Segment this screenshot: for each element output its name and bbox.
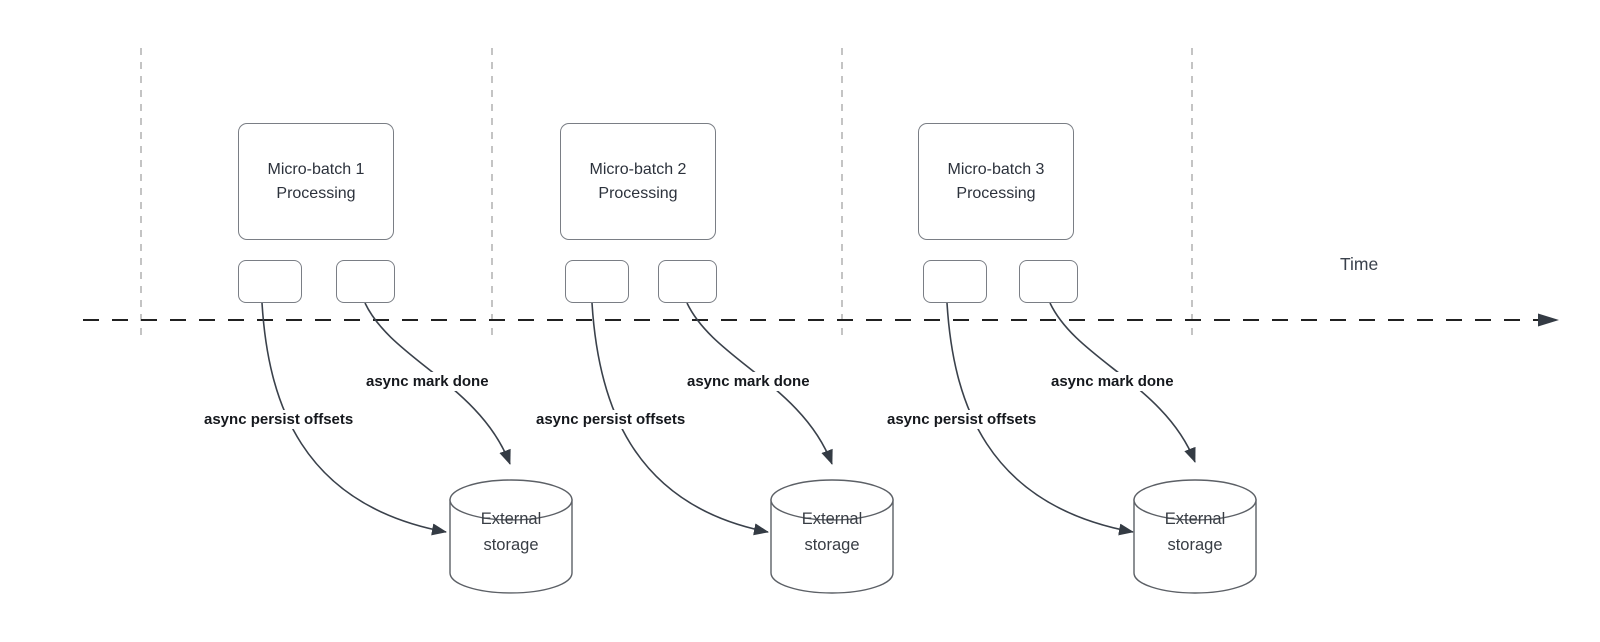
microbatch-3-box-label: Micro-batch 3 Processing [947,161,1045,202]
mark-done-label: async mark done [1048,372,1177,391]
mark-done-chip [336,260,395,303]
external-storage-label: External storage [1164,510,1226,554]
persist-offsets-label: async persist offsets [533,410,689,429]
microbatch-2-box-label: Micro-batch 2 Processing [589,161,687,202]
mark-done-chip [1019,260,1078,303]
microbatch-3-box: Micro-batch 3 Processing [918,123,1074,240]
persist-offsets-arrow [946,302,1134,536]
mark-done-label: async mark done [684,372,813,391]
mark-done-label: async mark done [363,372,492,391]
persist-offsets-label: async persist offsets [884,410,1040,429]
external-storage-label: External storage [480,510,542,554]
external-storage-label: External storage [801,510,863,554]
mark-done-chip [658,260,717,303]
external-storage-cylinder [449,479,573,594]
external-storage-cylinder [770,479,894,594]
time-axis-label: Time [1340,254,1379,274]
external-storage-cylinder [1133,479,1257,594]
persist-offsets-label: async persist offsets [201,410,357,429]
persist-offsets-chip [923,260,987,303]
persist-offsets-chip [565,260,629,303]
microbatch-2-box: Micro-batch 2 Processing [560,123,716,240]
microbatch-1-box-label: Micro-batch 1 Processing [267,161,365,202]
persist-offsets-arrow [261,302,447,536]
microbatch-1-box: Micro-batch 1 Processing [238,123,394,240]
persist-offsets-arrow [591,302,769,536]
persist-offsets-chip [238,260,302,303]
